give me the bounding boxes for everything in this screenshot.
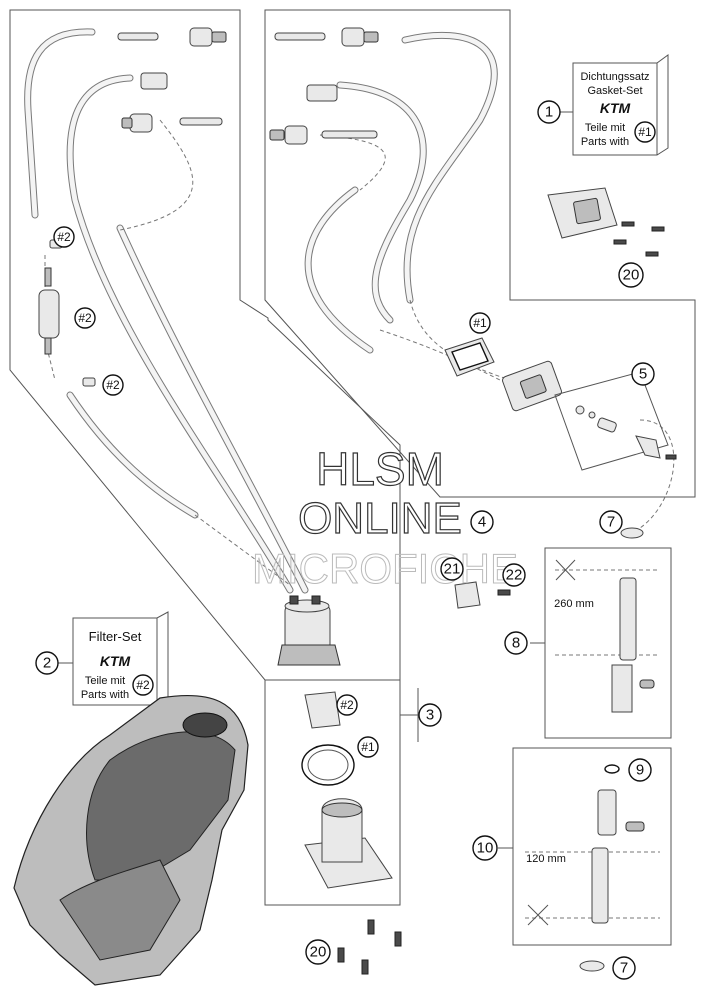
callout-22[interactable]: 22 (502, 563, 526, 587)
bracket-parts-5 (575, 405, 677, 460)
hose-kit-8-frame (544, 547, 672, 739)
svg-text:21: 21 (444, 561, 461, 578)
callout-9[interactable]: 9 (628, 758, 652, 782)
callout-7-top[interactable]: 7 (599, 510, 623, 534)
pump-panel-outline (264, 679, 401, 906)
filter-set-parts-de: Teile mit (85, 675, 125, 687)
hose-kit-10-parts (525, 764, 660, 972)
svg-text:7: 7 (620, 960, 628, 977)
watermark-line3: MICROFICHE (252, 545, 518, 592)
filter-set-brand: KTM (100, 653, 131, 669)
bottom-screws (337, 919, 402, 975)
hose-10-length: 120 mm (526, 853, 566, 865)
callout-21[interactable]: 21 (440, 557, 464, 581)
callout-7-bottom[interactable]: 7 (612, 956, 636, 980)
watermark-line2: ONLINE (298, 494, 462, 543)
svg-text:#1: #1 (361, 740, 375, 754)
hose-kit-8-parts (555, 527, 660, 713)
gasket-set-parts-de: Teile mit (585, 122, 625, 134)
svg-text:7: 7 (607, 514, 615, 531)
fuel-hoses-right (304, 31, 675, 529)
gasket-set-ref: #1 (638, 125, 652, 139)
right-top-panel-outline (264, 9, 696, 498)
filter-set-title: Filter-Set (89, 629, 142, 644)
gasket-set-title-en: Gasket-Set (587, 85, 642, 97)
svg-text:#2: #2 (78, 311, 92, 325)
svg-text:9: 9 (636, 762, 644, 779)
filter-set-parts-en: Parts with (81, 689, 129, 701)
ref-2-top[interactable]: #2 (53, 226, 75, 248)
svg-text:22: 22 (506, 567, 523, 584)
svg-text:20: 20 (623, 267, 640, 284)
ref-2-sleeve[interactable]: #2 (336, 694, 358, 716)
hose-8-length: 260 mm (554, 598, 594, 610)
svg-text:5: 5 (639, 366, 647, 383)
svg-text:20: 20 (310, 944, 327, 961)
left-panel-outline (9, 9, 401, 681)
fuel-hoses-left (24, 28, 309, 594)
svg-text:1: 1 (545, 104, 553, 121)
callout-3[interactable]: 3 (418, 703, 442, 727)
gasket-set-parts-en: Parts with (581, 136, 629, 148)
connector-bracket-card (554, 371, 669, 471)
filter-set-ref: #2 (136, 678, 150, 692)
fitting-21-22 (454, 581, 511, 609)
ref-2-filter[interactable]: #2 (74, 307, 96, 329)
svg-text:8: 8 (512, 635, 520, 652)
pump-retainer-sleeve (304, 691, 341, 729)
pump-housing-flange (304, 798, 393, 889)
ref-2-bottom[interactable]: #2 (102, 374, 124, 396)
svg-text:3: 3 (426, 707, 434, 724)
flange-assembly-top-right (547, 187, 665, 257)
pump-o-ring (301, 744, 355, 786)
callout-1[interactable]: 1 (537, 100, 561, 124)
pump-flange-gasket (444, 337, 562, 412)
ref-1-o-ring[interactable]: #1 (357, 736, 379, 758)
filter-set-box: Filter-Set KTM Teile mit Parts with #2 (72, 611, 169, 706)
callout-20-top[interactable]: 20 (618, 262, 644, 288)
svg-text:2: 2 (43, 655, 51, 672)
svg-text:#2: #2 (340, 698, 354, 712)
callout-20-bottom[interactable]: 20 (305, 939, 331, 965)
callout-4[interactable]: 4 (470, 510, 494, 534)
ref-1-flange[interactable]: #1 (469, 312, 491, 334)
svg-text:#2: #2 (57, 230, 71, 244)
inline-fuel-filter (38, 239, 96, 387)
hose-kit-10-frame (512, 747, 672, 946)
svg-text:4: 4 (478, 514, 486, 531)
svg-text:#2: #2 (106, 378, 120, 392)
quick-connectors-left (117, 27, 227, 133)
gasket-set-title-de: Dichtungssatz (580, 71, 649, 83)
gasket-set-box: Dichtungssatz Gasket-Set KTM Teile mit P… (572, 54, 669, 156)
callout-2[interactable]: 2 (35, 651, 59, 675)
callout-5[interactable]: 5 (631, 362, 655, 386)
svg-text:#1: #1 (473, 316, 487, 330)
gasket-set-brand: KTM (600, 100, 631, 116)
callout-10[interactable]: 10 (472, 835, 498, 861)
watermark-line1: HLSM (316, 443, 444, 495)
callout-8[interactable]: 8 (504, 631, 528, 655)
quick-connectors-right (269, 27, 379, 145)
svg-text:10: 10 (477, 840, 494, 857)
fuel-tank (13, 694, 249, 986)
fuel-pump-assembly (277, 595, 341, 666)
